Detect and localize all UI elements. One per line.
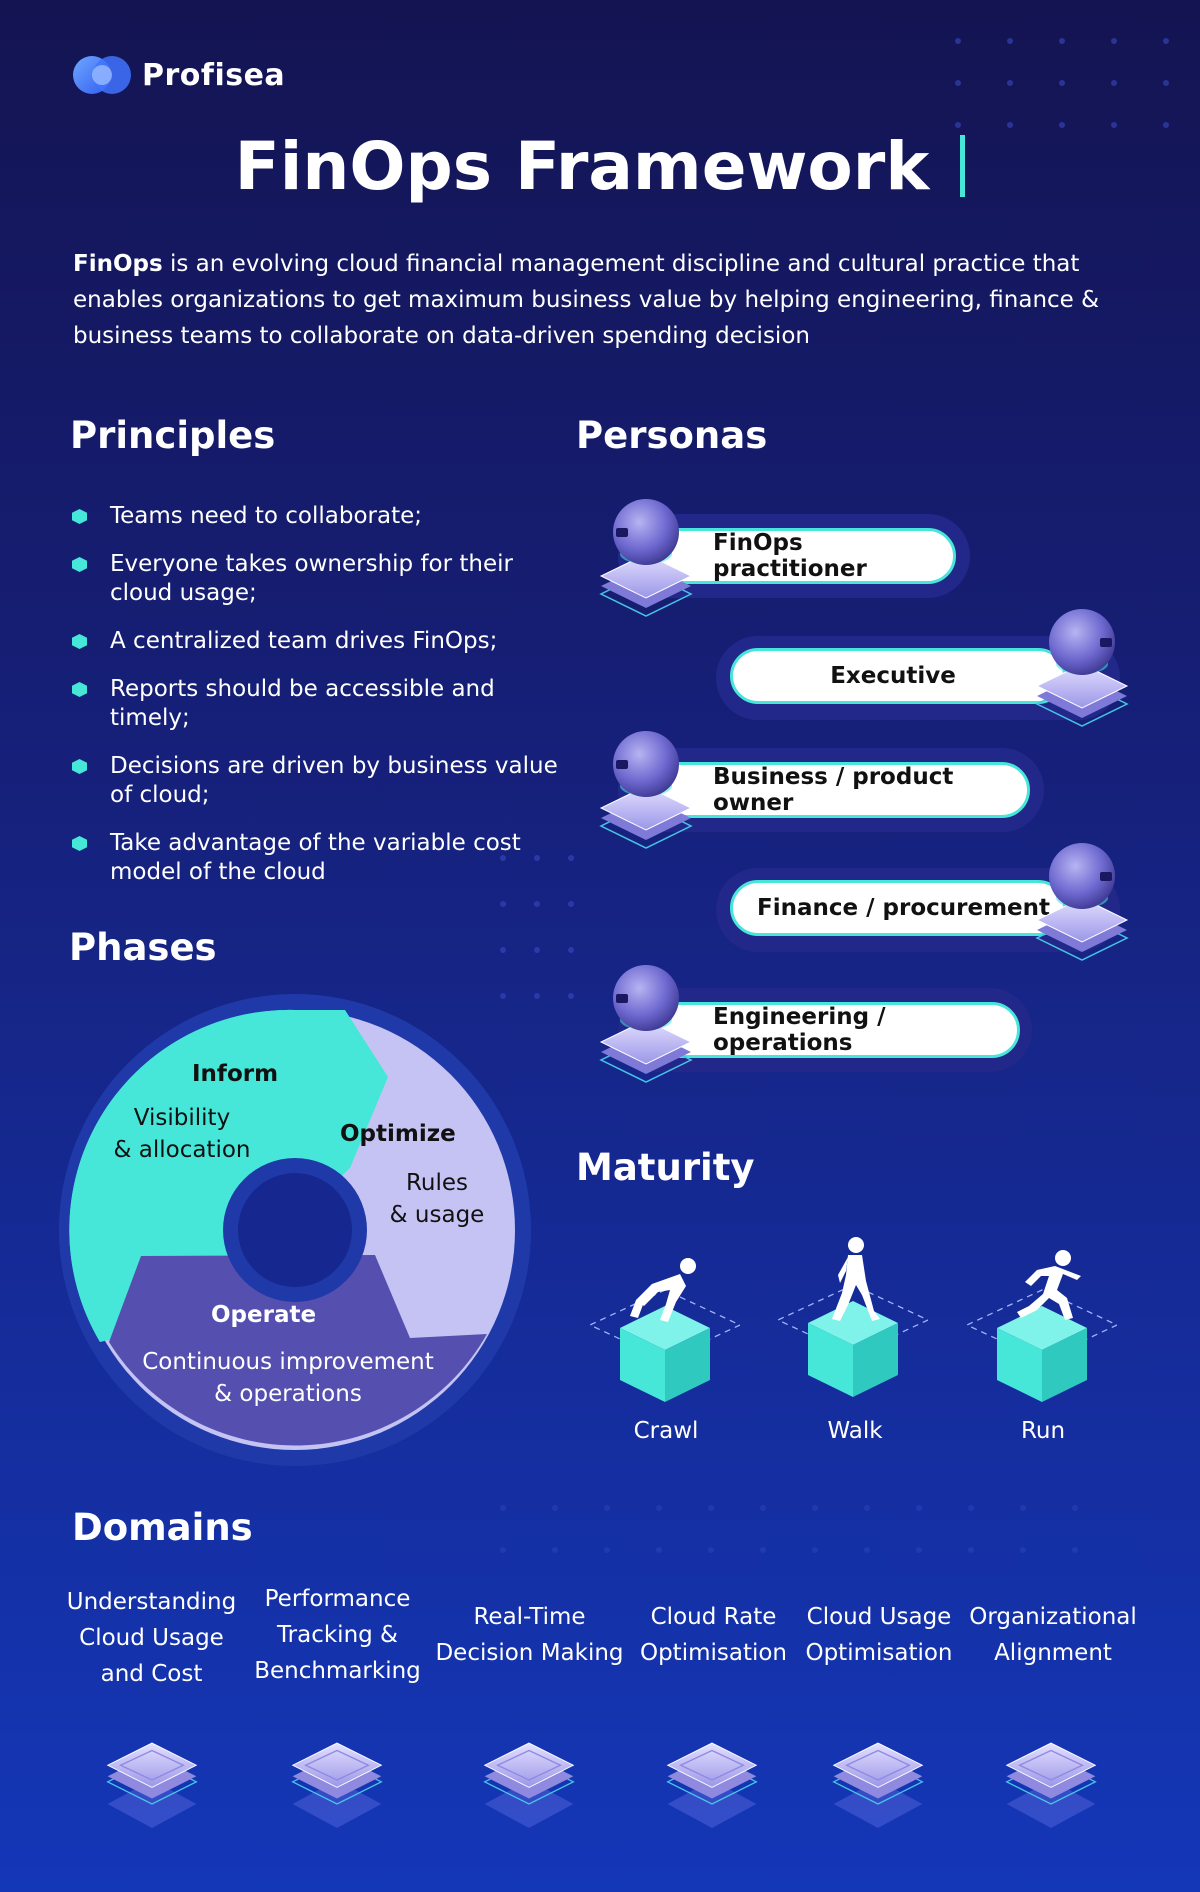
persona-engineering-operations[interactable]: Engineering / operations [652, 1002, 1020, 1058]
robot-avatar-icon [600, 498, 692, 617]
maturity-crawl-icon [590, 1258, 740, 1403]
persona-business-product-owner[interactable]: Business / product owner [652, 762, 1030, 818]
decorative-dots-top [955, 38, 1169, 128]
robot-avatar-icon [1036, 842, 1128, 961]
principle-item: Everyone takes ownership for their cloud… [70, 550, 560, 608]
principle-item: A centralized team drives FinOps; [70, 627, 590, 656]
decorative-dots-bottom [500, 1505, 1078, 1553]
domain-platform-icon [292, 1742, 382, 1828]
principle-item: Reports should be accessible and timely; [70, 675, 510, 733]
principles-heading: Principles [70, 414, 276, 457]
phase-inform-desc: Visibility& allocation [113, 1105, 251, 1163]
hexagon-bullet-icon [72, 759, 87, 774]
maturity-stage-label: Crawl [633, 1418, 699, 1444]
robot-avatar-icon [600, 730, 692, 849]
hexagon-bullet-icon [72, 836, 87, 851]
hexagon-bullet-icon [72, 557, 87, 572]
maturity-stage-label: Walk [827, 1418, 883, 1444]
page-title-text: FinOps Framework [234, 128, 930, 205]
maturity-run-icon [967, 1250, 1117, 1403]
domain-platform-icon [484, 1742, 574, 1828]
phase-operate-title: Operate [211, 1302, 317, 1328]
maturity-heading: Maturity [576, 1146, 755, 1189]
principle-item: Take advantage of the variable cost mode… [70, 829, 560, 887]
decorative-dots-mid [500, 855, 574, 999]
phases-cycle-diagram [59, 994, 531, 1466]
persona-finance-procurement[interactable]: Finance / procurement [730, 880, 1066, 936]
domain-platform-icon [1006, 1742, 1097, 1828]
domain-platform-icon [667, 1742, 757, 1828]
phase-optimize-title: Optimize [340, 1121, 456, 1147]
principle-item: Decisions are driven by business value o… [70, 752, 580, 810]
phase-optimize-desc: Rules& usage [389, 1170, 485, 1228]
intro-paragraph: FinOps is an evolving cloud financial ma… [73, 246, 1143, 354]
domain-platform-icon [106, 1742, 198, 1828]
personas-heading: Personas [576, 414, 768, 457]
domain-platform-icon [833, 1742, 923, 1828]
brand-logo[interactable]: Profisea [72, 54, 285, 96]
hexagon-bullet-icon [72, 509, 87, 524]
maturity-stage-label: Run [1020, 1418, 1066, 1444]
robot-avatar-icon [1036, 608, 1128, 727]
phase-segment-operate [109, 1255, 487, 1446]
title-cursor-bar [960, 135, 966, 197]
hexagon-bullet-icon [72, 682, 87, 697]
persona-finops-practitioner[interactable]: FinOps practitioner [652, 528, 956, 584]
page-title: FinOps Framework [0, 128, 1200, 205]
hexagon-bullet-icon [72, 634, 87, 649]
robot-avatar-icon [600, 964, 692, 1083]
intro-text: is an evolving cloud financial managemen… [73, 251, 1100, 349]
profisea-logo-icon [73, 56, 131, 94]
persona-executive[interactable]: Executive [730, 648, 1066, 704]
domains-heading: Domains [72, 1506, 253, 1549]
principle-item: Teams need to collaborate; [70, 502, 590, 531]
phase-inform-title: Inform [192, 1061, 279, 1087]
intro-bold: FinOps [73, 251, 163, 277]
brand-name: Profisea [142, 57, 286, 93]
maturity-walk-icon [778, 1237, 928, 1398]
phase-operate-desc: Continuous improvement& operations [142, 1349, 434, 1407]
phases-heading: Phases [69, 926, 217, 969]
